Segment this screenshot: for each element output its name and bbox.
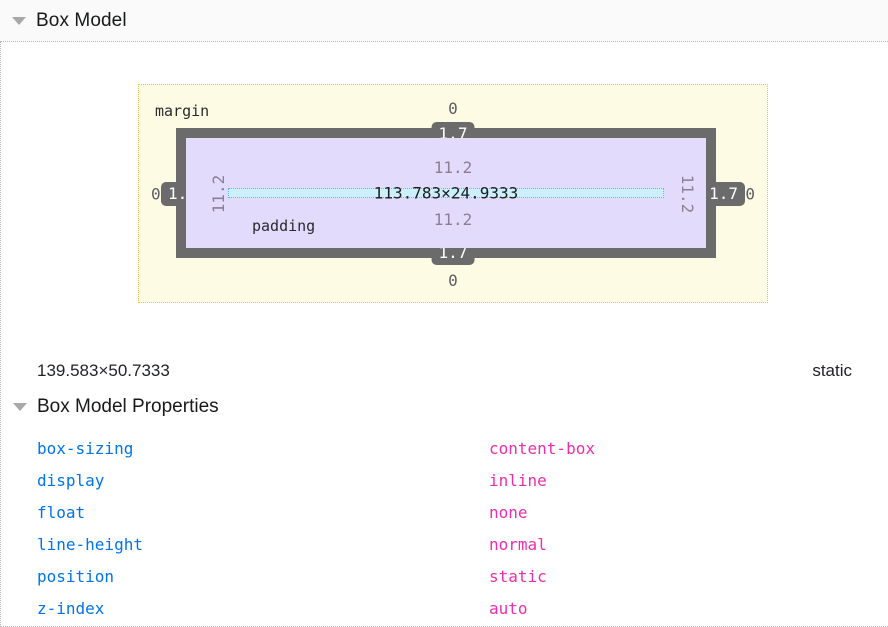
padding-bottom-value[interactable]: 11.2 [433,210,473,229]
margin-bottom-value[interactable]: 0 [448,271,458,290]
property-value[interactable]: none [489,502,528,522]
property-value[interactable]: content-box [489,438,595,458]
triangle-down-icon[interactable] [12,16,26,25]
box-model-panel-header[interactable]: Box Model [0,0,888,42]
content-region[interactable]: 113.783×24.9333 [228,184,664,203]
padding-left-value[interactable]: 11.2 [208,174,228,213]
property-name[interactable]: box-sizing [37,438,134,458]
margin-right-value[interactable]: 0 [745,184,755,203]
property-value[interactable]: static [489,566,547,586]
property-name[interactable]: z-index [37,598,105,618]
property-value[interactable]: normal [489,534,547,554]
table-row[interactable]: float none [1,496,888,528]
element-position-value: static [812,361,852,380]
property-name[interactable]: line-height [37,534,143,554]
box-model-properties-header[interactable]: Box Model Properties [13,396,219,418]
element-size-value: 139.583×50.7333 [37,361,170,380]
box-model-diagram[interactable]: margin 0 0 0 0 border 1.7 1.7 1.7 1.7 pa… [138,84,768,303]
table-row[interactable]: z-index auto [1,592,888,624]
box-model-summary: 139.583×50.7333 static [1,352,888,390]
table-row[interactable]: position static [1,560,888,592]
padding-region-label: padding [252,217,316,235]
page-title: Box Model [36,9,127,31]
box-model-panel-body: margin 0 0 0 0 border 1.7 1.7 1.7 1.7 pa… [0,42,888,627]
table-row[interactable]: line-height normal [1,528,888,560]
content-size-value[interactable]: 113.783×24.9333 [373,183,519,203]
margin-top-value[interactable]: 0 [448,99,458,118]
property-value[interactable]: auto [489,598,528,618]
property-value[interactable]: inline [489,470,547,490]
box-model-properties-list: box-sizing content-box display inline fl… [1,432,888,624]
triangle-down-icon[interactable] [13,403,27,411]
property-name[interactable]: position [37,566,115,586]
property-name[interactable]: float [37,502,86,522]
padding-right-value[interactable]: 11.2 [678,174,698,213]
margin-region-label: margin [155,102,210,120]
table-row[interactable]: box-sizing content-box [1,432,888,464]
table-row[interactable]: display inline [1,464,888,496]
box-model-properties-title: Box Model Properties [37,396,219,417]
border-right-value[interactable]: 1.7 [702,181,745,206]
property-name[interactable]: display [37,470,105,490]
padding-top-value[interactable]: 11.2 [433,158,473,177]
margin-left-value[interactable]: 0 [151,184,161,203]
